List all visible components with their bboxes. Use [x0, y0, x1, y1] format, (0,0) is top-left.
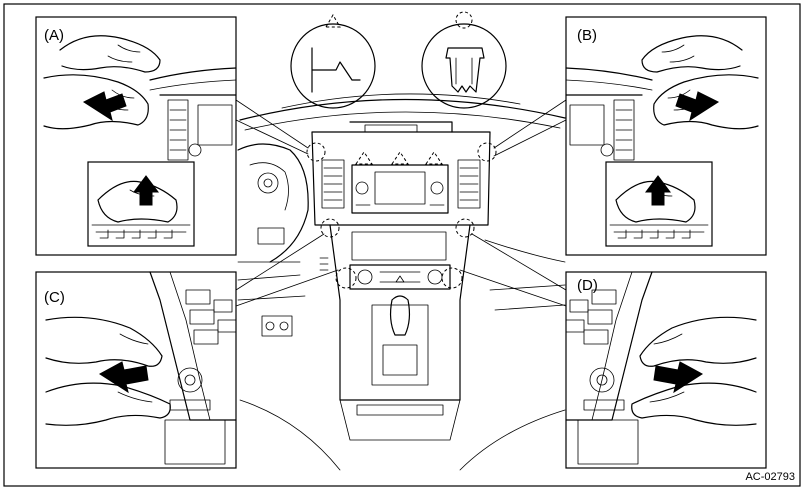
- push-arrow-icon: [99, 361, 149, 394]
- outer-frame: [3, 3, 801, 487]
- clip-location-marker: [477, 142, 497, 162]
- push-arrow-icon: [82, 91, 127, 122]
- clip-location-markers: [306, 142, 497, 289]
- claw-clip-symbol-icon: [290, 14, 376, 109]
- panel-d: (D): [565, 271, 767, 469]
- panel-d-label: (D): [577, 277, 598, 294]
- reference-code: AC-02793: [745, 471, 795, 483]
- panel-a-label: (A): [44, 27, 64, 44]
- panel-c: (C): [35, 271, 237, 469]
- clip-symbol-icon: [421, 11, 507, 109]
- panel-c-label: (C): [44, 289, 65, 306]
- push-arrow-icon: [675, 91, 720, 122]
- clip-location-marker: [335, 267, 357, 289]
- leader-lines: [235, 99, 567, 307]
- clip-location-marker: [320, 218, 340, 238]
- panel-b-label: (B): [577, 27, 597, 44]
- claw-location-marker: [391, 151, 409, 165]
- clip-location-marker: [441, 267, 463, 289]
- panel-b: (B): [565, 16, 767, 256]
- up-arrow-icon: [133, 175, 159, 206]
- center-dashboard-illustration: [237, 93, 566, 471]
- up-arrow-icon: [645, 175, 671, 206]
- panel-a: (A): [35, 16, 237, 256]
- clip-location-marker: [306, 142, 326, 162]
- clip-location-marker: [455, 218, 475, 238]
- push-arrow-icon: [653, 361, 703, 394]
- claw-location-marker: [425, 151, 443, 165]
- claw-location-marker: [355, 151, 373, 165]
